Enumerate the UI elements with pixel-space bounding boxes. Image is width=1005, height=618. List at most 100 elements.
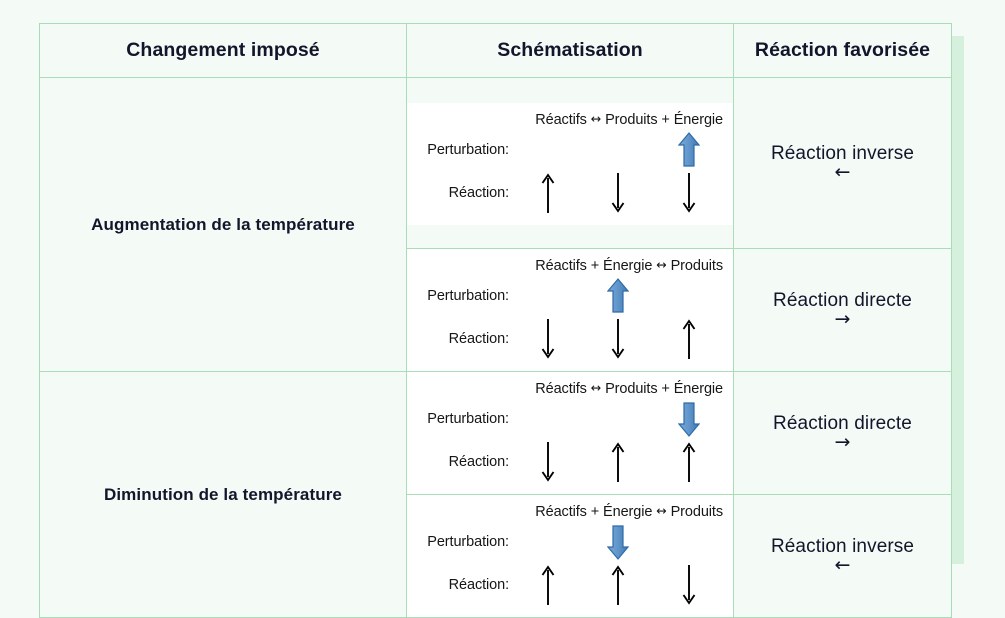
reaction-row-2: Réaction: [417, 317, 724, 361]
le-chatelier-table-wrapper: Changement imposé Schématisation Réactio… [39, 23, 952, 618]
reaction-slot-arrow [583, 172, 653, 214]
table-row: Augmentation de la température Réactifs … [39, 77, 952, 372]
favored-reaction-cell-3: Réaction directe → [733, 371, 952, 495]
favored-reaction-cell-4: Réaction inverse ← [733, 494, 952, 618]
reaction-slot-arrow [513, 441, 583, 483]
perturbation-slot-empty [654, 524, 724, 560]
table-row: Réactifs + Énergie ↔ Produits Perturbati… [40, 248, 952, 372]
reaction-label-3: Réaction: [448, 454, 509, 470]
blue-arrow-down-icon [607, 525, 630, 560]
equation-right-4: Produits [670, 504, 724, 520]
reaction-row-3: Réaction: [417, 440, 724, 484]
blue-arrow-up-icon [677, 132, 700, 167]
black-arrow-up-icon [612, 442, 625, 482]
schematic-cell-4: Réactifs + Énergie ↔ Produits Perturbati… [406, 494, 734, 618]
equation-line-4: Réactifs + Énergie ↔ Produits [417, 503, 724, 520]
perturbation-slots-4 [513, 524, 724, 560]
perturbation-slots-1 [513, 132, 724, 168]
column-header-change: Changement imposé [39, 23, 407, 78]
reaction-slot-arrow [583, 564, 653, 606]
perturbation-slot-empty [513, 132, 583, 168]
perturbation-slots-2 [513, 278, 724, 314]
reaction-slot-arrow [583, 441, 653, 483]
perturbation-row-3: Perturbation: [417, 398, 724, 440]
reaction-label-4: Réaction: [448, 577, 509, 593]
perturbation-slot-empty [583, 132, 653, 168]
page-root: Changement imposé Schématisation Réactio… [39, 23, 964, 618]
reaction-slot-arrow [654, 172, 724, 214]
change-cell-augmentation: Augmentation de la température [39, 77, 407, 372]
perturbation-row-1: Perturbation: [417, 129, 724, 171]
reaction-slot-arrow [513, 172, 583, 214]
equation-left-3: Réactifs [535, 381, 587, 397]
reaction-slots-3 [513, 441, 724, 483]
black-arrow-up-icon [541, 565, 555, 605]
reaction-row-4: Réaction: [417, 563, 724, 607]
perturbation-row-2: Perturbation: [417, 275, 724, 317]
reaction-slots-2 [513, 318, 724, 360]
equilibrium-arrow-icon: ↔ [590, 111, 602, 126]
black-arrow-down-icon [612, 319, 625, 359]
direct-arrow-icon: → [834, 308, 851, 331]
table-header-row: Changement imposé Schématisation Réactio… [39, 23, 952, 78]
reverse-arrow-icon: ← [834, 554, 851, 577]
le-chatelier-table: Changement imposé Schématisation Réactio… [39, 23, 952, 618]
perturbation-label-3: Perturbation: [427, 411, 509, 427]
equation-right-1: Produits + Énergie [605, 112, 723, 128]
perturbation-slot-arrow [654, 132, 724, 168]
perturbation-slot-empty [513, 278, 583, 314]
reaction-slot-arrow [654, 441, 724, 483]
schematic-diagram-1: Réactifs ↔ Produits + Énergie Perturbati… [407, 103, 733, 225]
schematic-grid-2: Perturbation: [417, 275, 724, 361]
equation-line-2: Réactifs + Énergie ↔ Produits [417, 257, 724, 274]
equation-right-3: Produits + Énergie [605, 381, 723, 397]
schematic-grid-4: Perturbation: [417, 521, 724, 607]
favored-reaction-cell-2: Réaction directe → [733, 248, 952, 372]
black-arrow-up-icon [541, 173, 555, 213]
favored-reaction-label-3: Réaction directe [773, 412, 912, 434]
favored-reaction-label-1: Réaction inverse [770, 142, 915, 164]
equilibrium-arrow-icon: ↔ [656, 503, 667, 518]
schematic-cell-1: Réactifs ↔ Produits + Énergie Perturbati… [406, 77, 734, 249]
equilibrium-arrow-icon: ↔ [656, 257, 667, 272]
perturbation-slots-3 [513, 401, 724, 437]
blue-arrow-up-icon [607, 278, 630, 313]
schematic-diagram-2: Réactifs + Énergie ↔ Produits Perturbati… [407, 249, 733, 371]
schematic-diagram-3: Réactifs ↔ Produits + Énergie Perturbati… [407, 372, 733, 494]
reaction-row-1: Réaction: [417, 171, 724, 215]
perturbation-slot-arrow [583, 278, 653, 314]
reaction-slot-arrow [654, 318, 724, 360]
perturbation-label-1: Perturbation: [427, 142, 509, 158]
black-arrow-down-icon [612, 173, 625, 213]
favored-reaction-cell-1: Réaction inverse ← [733, 77, 952, 249]
equation-line-3: Réactifs ↔ Produits + Énergie [417, 380, 724, 397]
perturbation-slot-empty [513, 401, 583, 437]
black-arrow-down-icon [682, 173, 696, 213]
perturbation-label-2: Perturbation: [427, 288, 509, 304]
perturbation-slot-arrow [583, 524, 653, 560]
favored-reaction-label-2: Réaction directe [773, 289, 912, 311]
black-arrow-up-icon [682, 319, 696, 359]
schematic-grid-1: Perturbation: [417, 129, 724, 215]
equation-right-2: Produits [670, 258, 724, 274]
reaction-slots-4 [513, 564, 724, 606]
reaction-slot-arrow [513, 318, 583, 360]
perturbation-slot-empty [654, 278, 724, 314]
equation-left-4: Réactifs + Énergie [535, 504, 653, 520]
perturbation-label-4: Perturbation: [427, 534, 509, 550]
black-arrow-down-icon [541, 319, 555, 359]
reaction-slot-arrow [513, 564, 583, 606]
reaction-slot-arrow [583, 318, 653, 360]
perturbation-slot-arrow [654, 401, 724, 437]
equilibrium-arrow-icon: ↔ [590, 380, 602, 395]
reaction-slots-1 [513, 172, 724, 214]
blue-arrow-down-icon [677, 402, 700, 437]
black-arrow-down-icon [682, 565, 696, 605]
equation-line-1: Réactifs ↔ Produits + Énergie [417, 111, 724, 128]
equation-left-1: Réactifs [535, 112, 587, 128]
schematic-cell-3: Réactifs ↔ Produits + Énergie Perturbati… [406, 371, 734, 495]
reaction-label-1: Réaction: [448, 185, 509, 201]
schematic-diagram-4: Réactifs + Énergie ↔ Produits Perturbati… [407, 495, 733, 617]
schematic-cell-2: Réactifs + Énergie ↔ Produits Perturbati… [406, 248, 734, 372]
equation-left-2: Réactifs + Énergie [535, 258, 653, 274]
